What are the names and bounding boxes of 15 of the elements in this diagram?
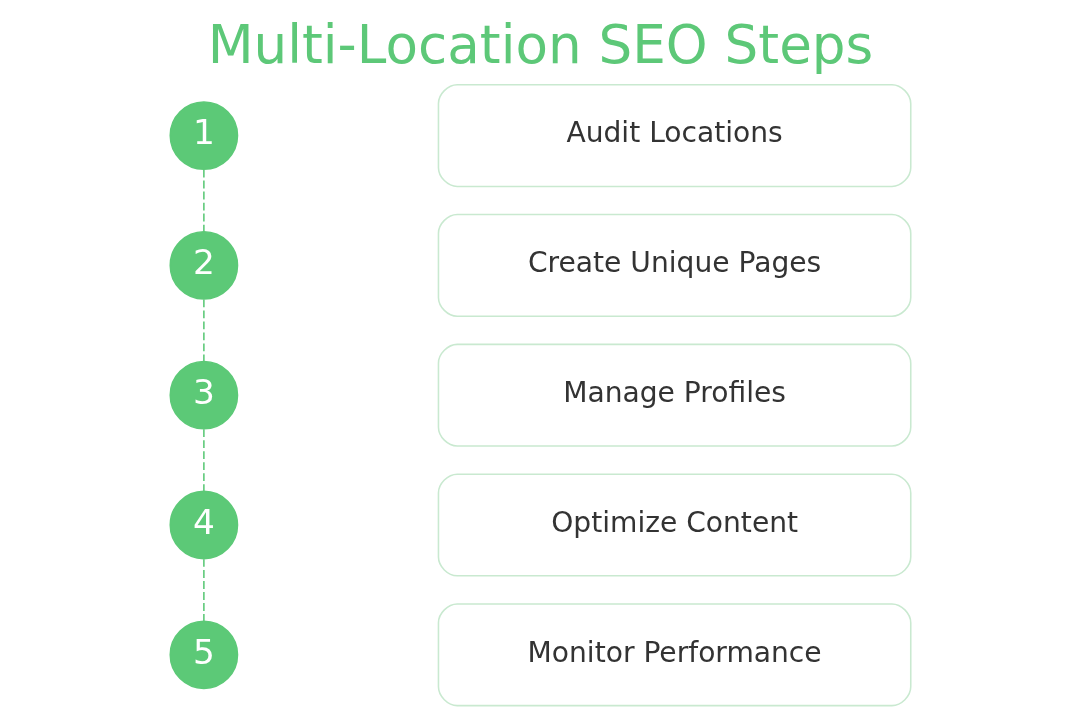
node-circle: 4 [169,490,238,560]
connector [202,298,205,363]
node-circle: 5 [169,620,238,690]
node-circle: 3 [169,360,238,430]
node-box: Manage Profiles [437,343,911,447]
connector [202,558,205,622]
node-box: Audit Locations [437,84,911,188]
diagram-title: Multi-Location SEO Steps [207,14,873,77]
node-box: Create Unique Pages [437,213,911,317]
connector [202,428,205,493]
node-circle: 1 [169,101,238,170]
node-box: Monitor Performance [437,603,911,707]
connector [202,169,205,233]
node-circle: 2 [169,231,238,300]
node-box: Optimize Content [437,473,911,577]
